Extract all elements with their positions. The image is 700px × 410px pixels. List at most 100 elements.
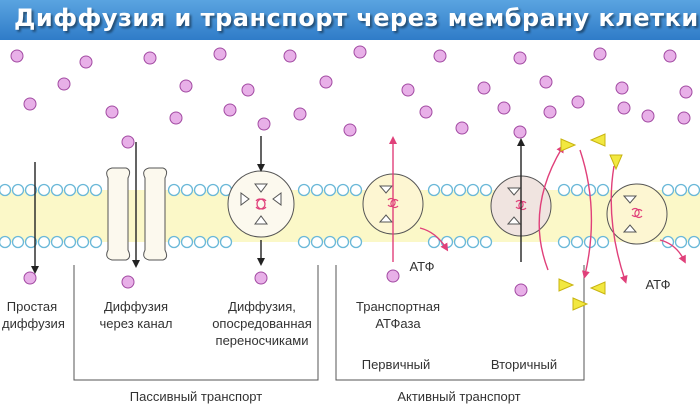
channel-protein [106,142,168,268]
lipid-head [50,235,64,249]
solute-molecule [513,51,527,65]
secondary-ion-curve [610,165,628,284]
lipid-head [336,183,350,197]
label-passive-transport: Пассивный транспорт [129,389,263,404]
lipid-head [76,183,90,197]
membrane-band [0,190,700,242]
solute-molecule [513,125,527,139]
lipid-head [11,183,25,197]
solute-molecule [293,107,307,121]
solute-molecule [10,49,24,63]
lipid-head [89,235,103,249]
solute-molecule [679,85,693,99]
lipid-head [24,235,38,249]
lipid-head [297,235,311,249]
cotransport-ion [558,278,575,292]
label-channel-diffusion: Диффузия через канал [99,299,173,331]
lipid-head [570,235,584,249]
lipid-head [596,183,610,197]
lipid-head [336,235,350,249]
lipid-head [349,183,363,197]
label-simple-diffusion: Простая диффузия [2,299,65,331]
solute-molecule [641,109,655,123]
lipid-head [687,235,700,249]
lipid-head [323,235,337,249]
lipid-head [674,235,688,249]
cotransport-ion [572,297,589,311]
label-active-transport: Активный транспорт [397,389,521,404]
title-bar: Диффузия и транспорт через мембрану клет… [0,0,700,40]
label-atp-secondary: АТФ [645,277,671,292]
solute-molecule [121,135,135,149]
lipid-head [37,183,51,197]
carrier-protein [227,136,295,266]
solute-molecule [571,95,585,109]
solute-molecule [121,275,135,289]
lipid-head [479,183,493,197]
secondary-curve-right [579,149,593,279]
lipid-head [596,235,610,249]
lipid-head [297,183,311,197]
lipid-head [193,183,207,197]
solute-molecule [257,117,271,131]
label-atp-primary: АТФ [409,259,435,274]
label-carrier-diffusion: Диффузия, опосредованная переносчиками [212,299,312,348]
lipid-head [180,183,194,197]
solute-molecule [169,111,183,125]
cotransport-ion [589,281,606,295]
label-transport-atpase: Транспортная АТФаза [356,299,440,331]
lipid-head [219,235,233,249]
solute-molecule [477,81,491,95]
solute-molecule [386,269,400,283]
solute-molecule [143,51,157,65]
atpase-protein [362,136,449,262]
solute-molecule [105,105,119,119]
lipid-head [0,183,12,197]
solute-molecule [283,49,297,63]
page-title: Диффузия и транспорт через мембрану клет… [14,4,699,32]
solute-molecule [254,271,268,285]
solute-molecule [455,121,469,135]
lipid-head [323,183,337,197]
lipid-head [50,183,64,197]
lipid-head [0,235,12,249]
lipid-head [687,183,700,197]
solute-molecule [79,55,93,69]
lipid-head [193,235,207,249]
solute-molecule [663,49,677,63]
lipid-head [63,235,77,249]
lipid-head [63,183,77,197]
lipid-head [466,235,480,249]
solute-molecule [497,101,511,115]
lipid-head [206,235,220,249]
solute-molecule [677,111,691,125]
secondary-atpase [606,165,686,284]
solute-molecule [514,283,528,297]
lipid-head [24,183,38,197]
lipid-head [37,235,51,249]
lipid-head [427,183,441,197]
solute-molecule [23,271,37,285]
solute-molecule [593,47,607,61]
solute-molecule [539,75,553,89]
solute-molecule [241,83,255,97]
lipid-head [89,183,103,197]
lipid-head [76,235,90,249]
solute-molecule [543,105,557,119]
solute-molecule [319,75,333,89]
lipid-head [167,235,181,249]
solute-molecule [617,101,631,115]
lipid-head [453,235,467,249]
lipid-head [310,235,324,249]
active-bracket [335,265,585,381]
passive-bracket [73,265,319,381]
lipid-head [349,235,363,249]
solute-molecule [401,83,415,97]
molecules [10,45,693,297]
solute-molecule [57,77,71,91]
secondary-atp-arrow [659,239,686,264]
secondary-curve-left [538,144,565,271]
cotransport-ion [589,133,606,147]
lipid-head [440,183,454,197]
